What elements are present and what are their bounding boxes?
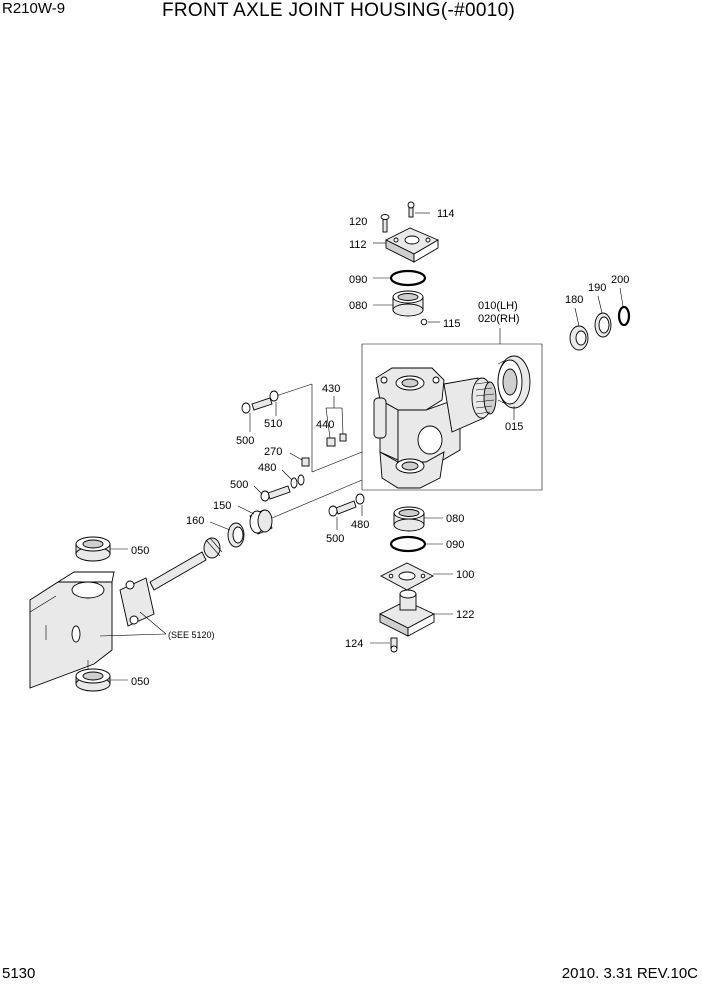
bolt-500-lower xyxy=(328,500,357,517)
bushing-150 xyxy=(249,509,273,535)
page-title: FRONT AXLE JOINT HOUSING(-#0010) xyxy=(162,0,516,21)
part-label-480-b: 480 xyxy=(351,519,369,531)
retainer-180 xyxy=(569,325,589,351)
part-label-100: 100 xyxy=(456,569,474,581)
part-label-090-bottom: 090 xyxy=(446,539,464,551)
axle-housing xyxy=(29,571,115,689)
part-label-500-c: 500 xyxy=(326,533,344,545)
washer-510 xyxy=(269,390,279,402)
joint-housing-010-020 xyxy=(373,367,497,489)
part-label-190: 190 xyxy=(588,282,606,294)
cover-112 xyxy=(384,227,439,263)
seal-160 xyxy=(227,522,245,548)
part-label-112: 112 xyxy=(349,239,367,251)
page-number: 5130 xyxy=(2,965,36,982)
part-label-270: 270 xyxy=(264,446,282,458)
part-label-050-top: 050 xyxy=(131,545,149,557)
part-label-050-bottom: 050 xyxy=(131,676,149,688)
part-label-500-a: 500 xyxy=(236,435,254,447)
part-label-124: 124 xyxy=(345,638,363,650)
see-reference: (SEE 5120) xyxy=(168,630,215,640)
grease-fitting-114 xyxy=(407,201,430,218)
washer-480-a xyxy=(290,477,298,489)
shim-100 xyxy=(380,562,434,591)
bushing-080-bottom xyxy=(393,506,425,532)
part-label-150: 150 xyxy=(213,500,231,512)
part-label-122: 122 xyxy=(456,609,474,621)
model-code: R210W-9 xyxy=(2,0,66,17)
part-label-510: 510 xyxy=(264,418,282,430)
bolt-120 xyxy=(380,214,390,233)
part-label-020: 020(RH) xyxy=(478,313,520,325)
washer-480-lower xyxy=(355,493,365,505)
bearing-050-top xyxy=(75,536,111,562)
fitting-124 xyxy=(390,637,398,653)
snap-ring-200 xyxy=(617,305,631,327)
part-label-500-b: 500 xyxy=(230,479,248,491)
part-label-080-top: 080 xyxy=(349,300,367,312)
part-label-015: 015 xyxy=(505,421,523,433)
cover-122 xyxy=(378,589,436,637)
o-ring-090-bottom xyxy=(389,535,427,553)
bolt-500-middle xyxy=(260,485,291,502)
bearing-050-bottom xyxy=(75,668,111,692)
part-label-180: 180 xyxy=(565,294,583,306)
plug-115 xyxy=(420,318,428,326)
washer-190 xyxy=(594,312,612,338)
part-label-115: 115 xyxy=(443,318,461,330)
washer-480-b xyxy=(297,474,305,486)
plug-270 xyxy=(301,457,310,467)
revision-date: 2010. 3.31 REV.10C xyxy=(561,965,698,982)
o-ring-090-top xyxy=(389,269,427,287)
bolt-500-upper xyxy=(241,397,273,414)
bushing-080-top xyxy=(392,290,424,317)
part-label-080-bottom: 080 xyxy=(446,513,464,525)
gear-015 xyxy=(497,355,531,409)
part-label-160: 160 xyxy=(186,515,204,527)
part-label-114: 114 xyxy=(437,208,455,220)
part-label-010: 010(LH) xyxy=(478,300,518,312)
part-label-480-a: 480 xyxy=(258,462,276,474)
shaft-yoke xyxy=(119,537,223,627)
part-label-120: 120 xyxy=(349,216,367,228)
part-label-200: 200 xyxy=(611,274,629,286)
part-label-430: 430 xyxy=(322,383,340,395)
part-label-440: 440 xyxy=(316,419,334,431)
part-label-090-top: 090 xyxy=(349,274,367,286)
